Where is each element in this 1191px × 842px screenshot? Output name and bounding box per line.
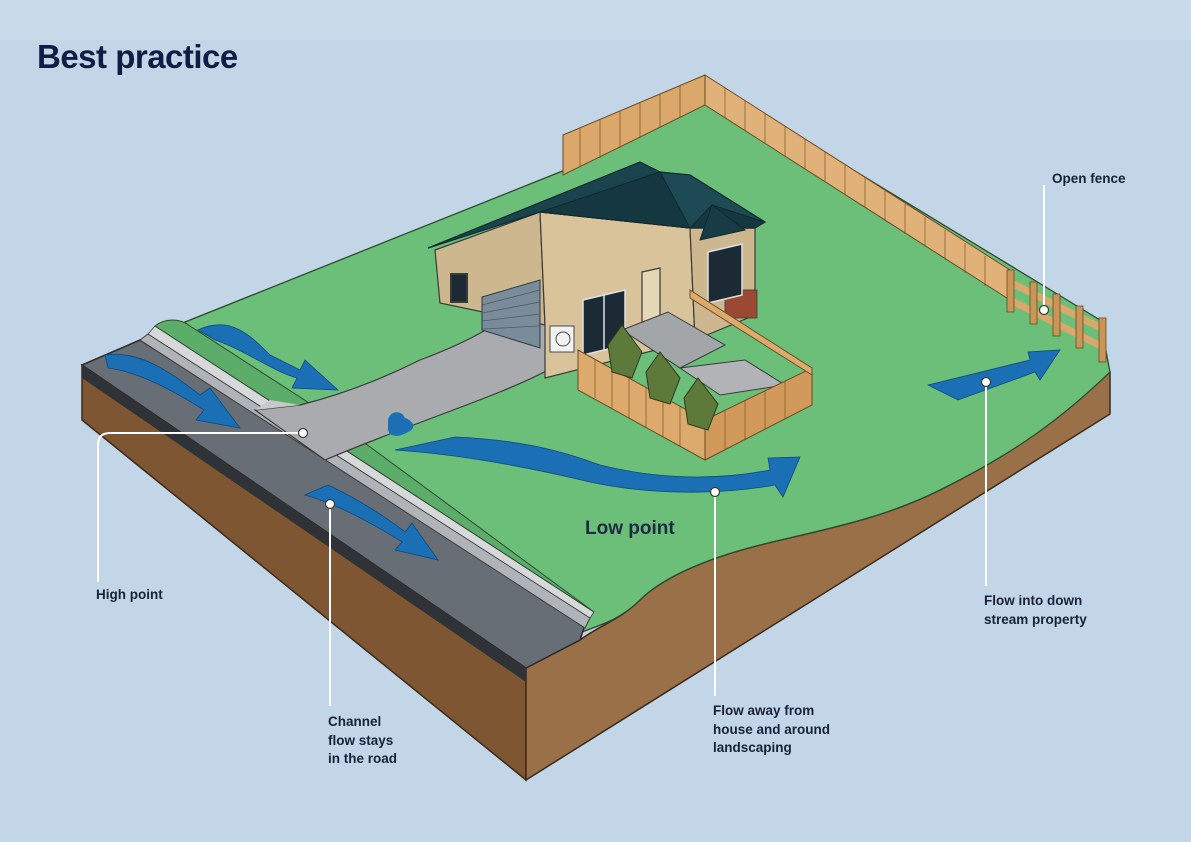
- shrub: [607, 324, 719, 431]
- open-fence: [1006, 269, 1107, 363]
- label-flow-into: Flow into down stream property: [984, 593, 1087, 627]
- heat-pump-unit: [549, 325, 575, 353]
- puddle-icon: [388, 412, 414, 436]
- header-band: [0, 0, 1191, 40]
- callout-high-point: [97, 432, 303, 582]
- back-fence: [562, 74, 1011, 301]
- label-open-fence: Open fence: [1052, 171, 1126, 186]
- water-flow-arrow: [104, 324, 1061, 561]
- page-title: Best practice: [37, 38, 238, 75]
- label-channel-flow: Channel flow stays in the road: [328, 714, 398, 766]
- label-low-point: Low point: [585, 518, 675, 539]
- label-flow-away: Flow away from house and around landscap…: [713, 703, 831, 755]
- garden-fence: [577, 289, 813, 461]
- label-high-point: High point: [96, 587, 163, 602]
